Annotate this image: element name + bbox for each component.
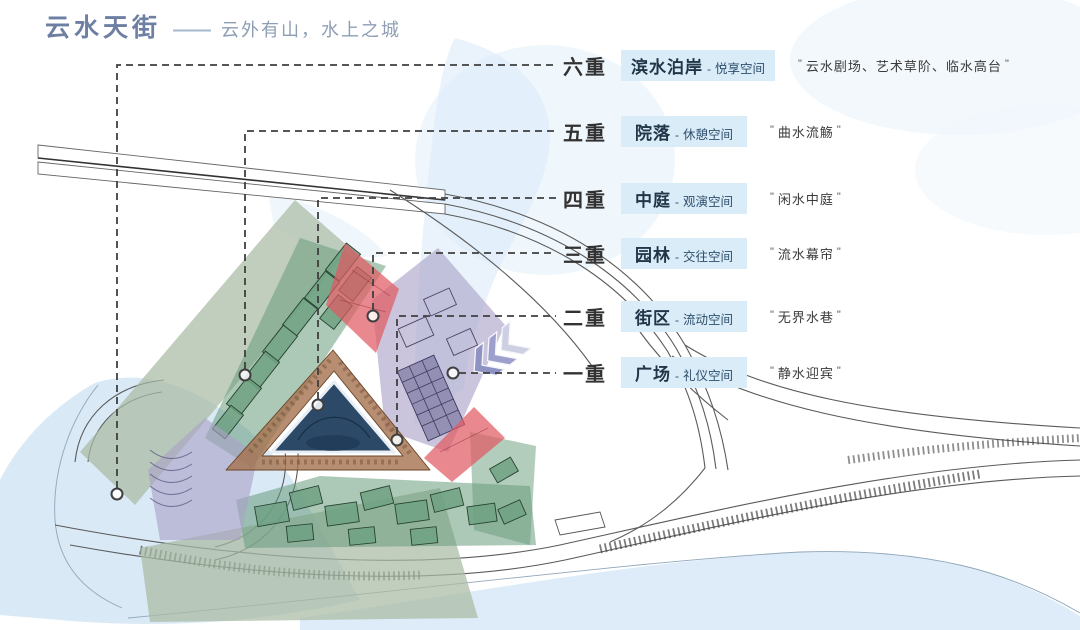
term-label: 滨水泊岸 [631, 57, 703, 77]
title-dash: —— [173, 19, 211, 41]
quote-text: "云水剧场、艺术草阶、临水高台" [798, 57, 1010, 74]
space-label-box: 滨水泊岸 - 悦享空间 [621, 49, 776, 81]
brown-ring [225, 349, 431, 471]
page-title: 云水天街 [45, 15, 162, 42]
legend-row-5: 五重 院落 - 休憩空间 "曲水流觞" [563, 115, 845, 147]
space-label-box: 院落 - 休憩空间 [621, 115, 747, 147]
quote-text: "曲水流觞" [770, 123, 842, 140]
legend-row-3: 三重 园林 - 交往空间 "流水幕帘" [563, 237, 845, 269]
bottom-river [300, 551, 1080, 630]
page-subtitle: 云外有山，水上之城 [221, 20, 402, 40]
header: 云水天街 —— 云外有山，水上之城 [45, 8, 401, 44]
space-label-box: 广场 - 礼仪空间 [621, 356, 747, 388]
sub-label: 流动空间 [682, 312, 733, 327]
separator: - [707, 61, 711, 76]
red-zones [326, 243, 505, 482]
separator: - [674, 249, 679, 264]
sub-label: 礼仪空间 [682, 368, 733, 383]
lavender-band [372, 248, 505, 452]
sub-label: 交往空间 [682, 249, 733, 264]
callout-anchors [110, 309, 460, 501]
separator: - [674, 194, 679, 209]
legend-row-4: 四重 中庭 - 观演空间 "闲水中庭" [563, 182, 845, 214]
legend-row-6: 六重 滨水泊岸 - 悦享空间 "云水剧场、艺术草阶、临水高台" [563, 49, 1013, 81]
quote-text: "闲水中庭" [770, 190, 842, 207]
space-label-box: 街区 - 流动空间 [621, 300, 747, 332]
tier-label: 二重 [563, 307, 607, 330]
red-zone-upper [326, 243, 399, 353]
sub-label: 休憩空间 [682, 127, 733, 142]
sub-label: 悦享空间 [715, 61, 766, 76]
amphitheater-zone [148, 418, 258, 540]
separator: - [674, 368, 679, 383]
roads [37, 144, 1080, 581]
tier-label: 五重 [563, 122, 607, 145]
callout-lines [116, 64, 556, 488]
legend-row-1: 一重 广场 - 礼仪空间 "静水迎宾" [563, 356, 845, 388]
quote-text: "无界水巷" [770, 308, 842, 325]
term-label: 中庭 [634, 190, 671, 210]
sub-label: 观演空间 [682, 194, 733, 209]
tier-label: 六重 [563, 56, 607, 79]
lavender-zones [148, 248, 505, 540]
term-label: 园林 [634, 245, 671, 265]
space-label-box: 园林 - 交往空间 [621, 237, 747, 269]
quote-text: "流水幕帘" [770, 245, 842, 262]
term-label: 街区 [634, 308, 671, 328]
separator: - [674, 312, 679, 327]
tier-label: 四重 [563, 189, 607, 212]
separator: - [674, 127, 679, 142]
space-label-box: 中庭 - 观演空间 [621, 182, 747, 214]
legend-row-2: 二重 街区 - 流动空间 "无界水巷" [563, 300, 845, 332]
triangle-block [225, 349, 431, 471]
quote-text: "静水迎宾" [770, 364, 842, 381]
flow-arrow-icon [473, 320, 533, 377]
amphitheater-steps [149, 449, 193, 507]
term-label: 广场 [634, 364, 671, 384]
grid-building [396, 354, 466, 442]
red-zone-lower [424, 407, 505, 482]
tier-label: 三重 [563, 244, 607, 267]
term-label: 院落 [634, 123, 671, 143]
tier-label: 一重 [563, 363, 607, 386]
